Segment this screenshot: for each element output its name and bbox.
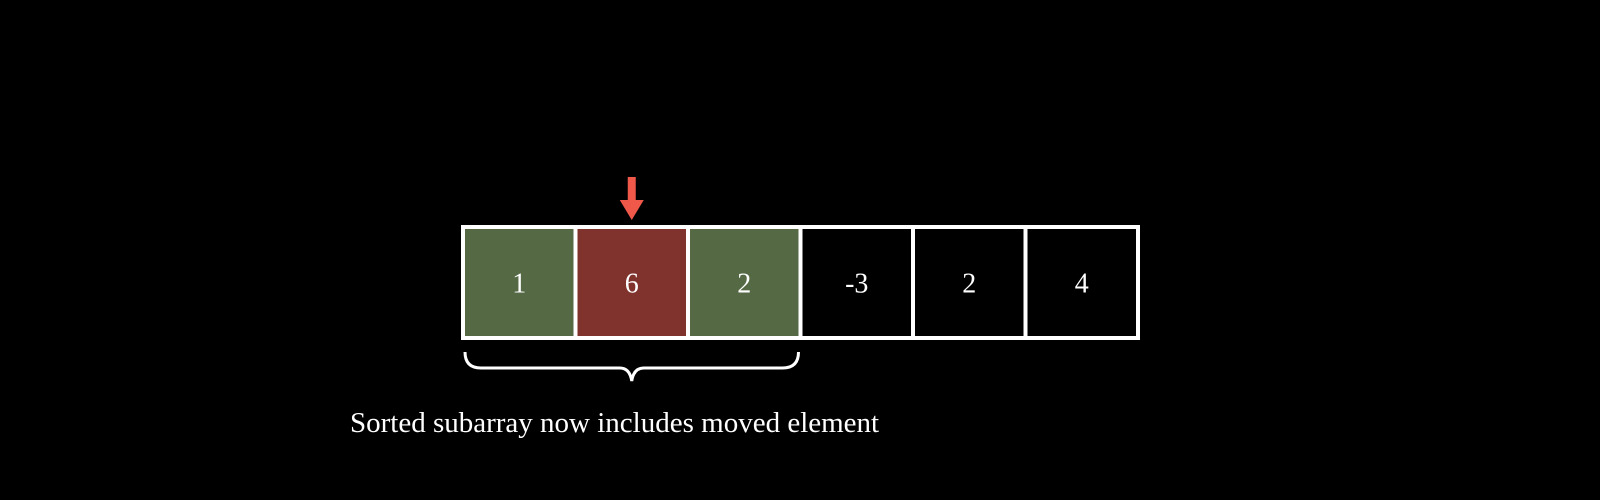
array-cell-box bbox=[911, 225, 1028, 340]
curly-brace-icon bbox=[463, 351, 800, 382]
array-cells: 1 6 2 -3 2 4 bbox=[461, 225, 1140, 340]
pointer-arrow bbox=[619, 177, 644, 220]
array-cell: 6 bbox=[573, 225, 690, 340]
array-cell-box bbox=[686, 225, 803, 340]
array-cell-value: 2 bbox=[737, 269, 751, 300]
array-cell: -3 bbox=[798, 225, 915, 340]
array-cell-value: 6 bbox=[625, 269, 639, 300]
array-cell-box bbox=[461, 225, 578, 340]
array-cell-value: 1 bbox=[512, 269, 526, 300]
array-cell: 4 bbox=[1023, 225, 1140, 340]
array-cell: 2 bbox=[911, 225, 1028, 340]
caption-text: Sorted subarray now includes moved eleme… bbox=[350, 407, 879, 439]
array-cell-value: 4 bbox=[1075, 269, 1089, 300]
arrow-down-icon bbox=[619, 177, 644, 220]
array-cell: 1 bbox=[461, 225, 578, 340]
array-cell-box bbox=[1023, 225, 1140, 340]
array-cell-box bbox=[573, 225, 690, 340]
array-cell-value: -3 bbox=[845, 269, 868, 300]
sorted-subarray-bracket bbox=[463, 351, 800, 382]
array-cell-value: 2 bbox=[962, 269, 976, 300]
array-cell: 2 bbox=[686, 225, 803, 340]
